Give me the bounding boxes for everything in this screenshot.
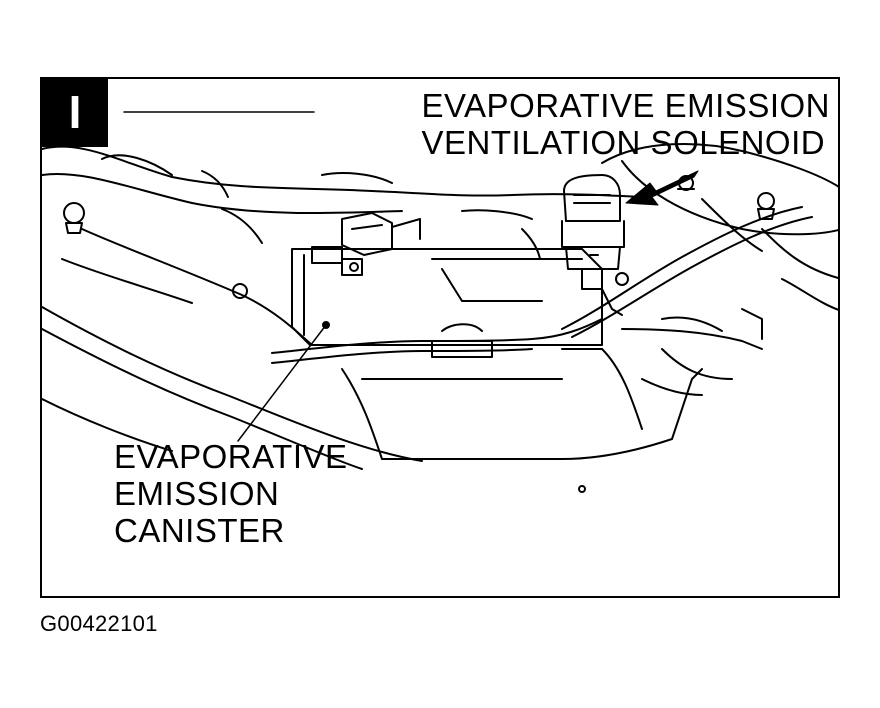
section-letter: I (68, 86, 82, 138)
canister-housing (341, 368, 703, 460)
canister-body (291, 248, 603, 346)
connector (341, 212, 393, 256)
upper-body-panel (42, 145, 643, 198)
bolt (63, 202, 85, 224)
fender-line (42, 306, 423, 462)
figure-id: G00422101 (40, 611, 158, 636)
hose (271, 318, 603, 354)
solenoid-callout: EVAPORATIVE EMISSION VENTILATION SOLENOI… (421, 87, 830, 161)
canister-callout: EVAPORATIVE EMISSION CANISTER (114, 438, 348, 549)
solenoid-callout-line1: EVAPORATIVE EMISSION (421, 87, 830, 124)
canister-callout-line3: CANISTER (114, 512, 285, 549)
diagram-frame: I EVAPORATIVE EMISSION VENTILATION SOLEN… (40, 77, 840, 598)
ventilation-solenoid (561, 174, 629, 316)
solenoid-callout-line2: VENTILATION SOLENOID (421, 124, 826, 161)
canister-leader-line (237, 324, 327, 442)
section-badge: I (42, 79, 108, 147)
engine-bay-illustration (42, 111, 838, 493)
canister-callout-line2: EMISSION (114, 475, 280, 512)
canister-callout-line1: EVAPORATIVE (114, 438, 348, 475)
pointer-arrow (625, 170, 699, 206)
